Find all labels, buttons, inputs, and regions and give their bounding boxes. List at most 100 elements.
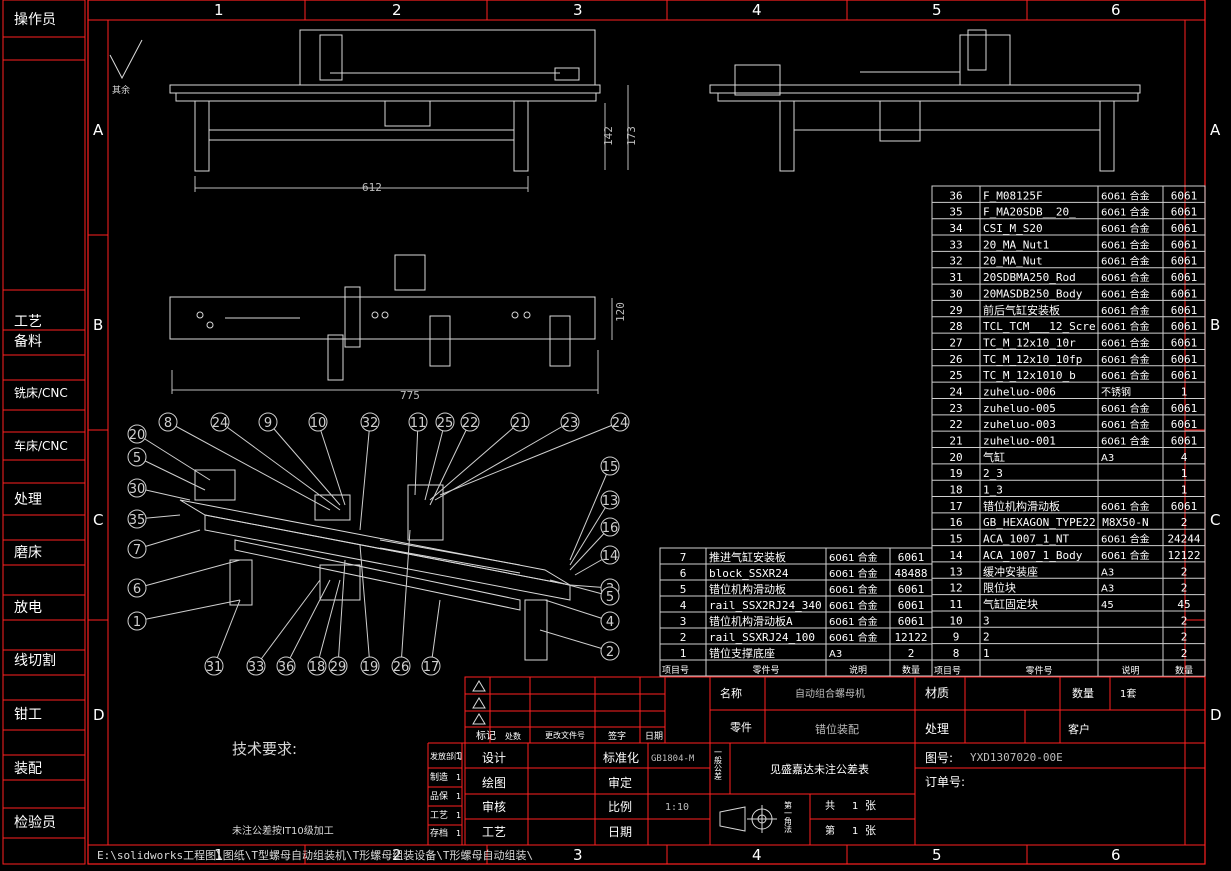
standard-value: GB1804-M — [651, 754, 695, 764]
bom-part-no: zuheluo-006 — [983, 385, 1056, 398]
bom-material: 6061 合金 — [829, 599, 878, 612]
bom-part-no: zuheluo-005 — [983, 402, 1056, 415]
bom-header-qty: 数量 — [902, 664, 920, 676]
bom-part-no: zuheluo-001 — [983, 435, 1056, 448]
rev-mark-label: 标记 — [476, 730, 496, 742]
bom-qty: 6061 — [1171, 435, 1198, 448]
balloon-label: 18 — [309, 660, 326, 675]
bom-item-no: 7 — [680, 551, 687, 564]
bom-qty: 6061 — [1171, 500, 1198, 513]
distribution-label: 存档 — [430, 827, 448, 839]
balloon-label: 14 — [602, 549, 619, 564]
balloon-label: 7 — [133, 543, 141, 558]
bom-item-no: 15 — [949, 533, 962, 546]
balloon-label: 33 — [248, 660, 265, 675]
distribution-label: 品保 — [430, 790, 448, 802]
balloon-label: 16 — [602, 521, 619, 536]
balloon-label: 2 — [606, 645, 614, 660]
scale-value: 1:10 — [665, 802, 689, 813]
bom-item-no: 8 — [953, 647, 960, 660]
qty-label: 数量 — [1072, 687, 1094, 700]
row-letter-right: C — [1210, 511, 1220, 529]
bom-part-no: 2_3 — [983, 467, 1003, 480]
bom-part-no: ACA_1007_1_NT — [983, 533, 1069, 546]
bom-qty: 2 — [1181, 631, 1188, 644]
bom-item-no: 36 — [949, 189, 962, 202]
rev-sign-label: 签字 — [608, 730, 626, 742]
bom-part-no: TCL_TCM___12_Scre — [983, 320, 1096, 333]
bom-material: A3 — [829, 649, 842, 660]
craft-label: 工艺 — [482, 825, 506, 839]
total-value: 1 — [852, 801, 858, 812]
bom-qty: 4 — [1181, 451, 1188, 464]
left-column-label: 工艺 — [14, 314, 42, 330]
bom-material: 6061 合金 — [1101, 206, 1150, 219]
surface-roughness-text: 其余 — [112, 84, 130, 96]
distribution-count: 1 — [456, 811, 461, 820]
dim-142: 142 — [602, 126, 615, 146]
name-label: 名称 — [720, 686, 742, 700]
left-column-label: 磨床 — [14, 545, 42, 561]
sheet-label: 第 — [825, 824, 835, 837]
bom-material: 6061 合金 — [829, 551, 878, 564]
column-number-top: 5 — [932, 1, 942, 19]
bom-qty: 6061 — [1171, 336, 1198, 349]
balloon-label: 31 — [206, 660, 223, 675]
scale-label: 比例 — [608, 800, 632, 814]
bom-item-no: 27 — [949, 336, 962, 349]
bom-item-no: 25 — [949, 369, 962, 382]
bom-material: 6061 合金 — [829, 631, 878, 644]
bom-qty: 1 — [1181, 385, 1188, 398]
bom-item-no: 9 — [953, 631, 960, 644]
bom-material: 45 — [1101, 600, 1114, 611]
balloon-label: 23 — [562, 416, 579, 431]
side-view — [709, 29, 1141, 172]
qty-value: 1套 — [1120, 687, 1136, 700]
bom-material: 6061 合金 — [1101, 435, 1150, 448]
bom-part-no: CSI_M_S20 — [983, 222, 1043, 235]
bom-item-no: 26 — [949, 353, 962, 366]
rev-date-label: 日期 — [645, 731, 663, 742]
bom-qty: 2 — [908, 647, 915, 660]
tech-requirements-title: 技术要求: — [232, 740, 297, 758]
bom-material: 6061 合金 — [829, 583, 878, 596]
bom-qty: 1 — [1181, 484, 1188, 497]
rev-count-label: 处数 — [505, 731, 521, 741]
left-column-label: 备料 — [14, 333, 42, 350]
surface-roughness-mark: 其余 — [109, 39, 143, 96]
approve-label: 审定 — [608, 775, 632, 790]
bom-qty: 2 — [1181, 516, 1188, 529]
bom-material: 6061 合金 — [1101, 238, 1150, 251]
bom-item-no: 3 — [680, 615, 687, 628]
balloon-label: 9 — [264, 416, 272, 431]
balloon-label: 30 — [129, 482, 146, 497]
distribution-count: 1 — [456, 829, 461, 838]
bom-qty: 6061 — [1171, 206, 1198, 219]
bom-qty: 6061 — [1171, 255, 1198, 268]
rev-file-label: 更改文件号 — [545, 730, 585, 740]
balloon-label: 6 — [133, 582, 141, 597]
bom-qty: 6061 — [1171, 271, 1198, 284]
bom-qty: 2 — [1181, 647, 1188, 660]
general-tolerance-label: 一般公差 — [714, 748, 723, 780]
bom-part-no: 20_MA_Nut1 — [983, 238, 1049, 251]
revision-triangles — [472, 680, 486, 725]
front-view-dims — [194, 85, 629, 192]
bom-qty: 6061 — [1171, 402, 1198, 415]
bom-qty: 6061 — [898, 599, 925, 612]
bom-item-no: 22 — [949, 418, 962, 431]
bom-header-no: 项目号 — [934, 665, 961, 676]
bom-material: 6061 合金 — [1101, 500, 1150, 513]
balloon-label: 10 — [310, 416, 327, 431]
bom-qty: 6061 — [1171, 369, 1198, 382]
left-column-label: 线切割 — [14, 652, 56, 669]
bom-material: 6061 合金 — [1101, 320, 1150, 333]
bom-part-no: F_MA20SDB__20_ — [983, 206, 1076, 219]
left-column-label: 装配 — [14, 761, 42, 777]
bom-item-no: 32 — [949, 255, 962, 268]
column-number-bottom: 4 — [752, 846, 762, 864]
bom-part-no: TC_M_12x10_10fp — [983, 353, 1082, 366]
bom-qty: 12122 — [894, 631, 927, 644]
